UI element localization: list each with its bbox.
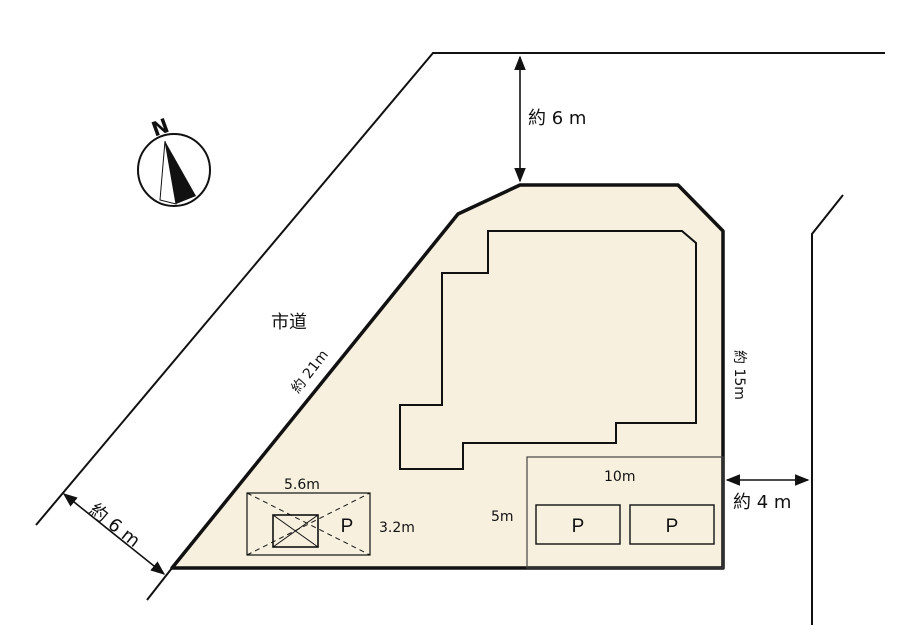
parking-a-diag-1 [246, 492, 371, 556]
road-name-label: 市道 [271, 312, 307, 333]
north-compass-icon: N [137, 113, 211, 207]
parking-b-width-label: 10m [604, 469, 635, 485]
parking-b-depth-label: 5m [491, 509, 514, 525]
parking-a-diag-2 [246, 492, 371, 556]
road-edge-outer [35, 52, 885, 526]
side-depth-label: 約 15m [731, 350, 747, 400]
road-edge-lower [146, 567, 173, 601]
road-width-right-label: 約 4 m [733, 492, 791, 513]
road-width-diag-label: 約 6 m [85, 499, 144, 552]
dim-arrow-diag [62, 493, 166, 575]
parking-space-2 [629, 504, 715, 545]
parking-space-1 [535, 504, 621, 545]
parking-a-depth-label: 3.2m [379, 520, 415, 536]
building-footprint [399, 230, 697, 470]
parking-a-width-label: 5.6m [284, 477, 320, 493]
parking-mark-2: P [666, 516, 679, 537]
lot-boundary [170, 183, 725, 570]
parking-area-b [526, 456, 724, 569]
parking-mark-1: P [572, 516, 585, 537]
north-label: N [148, 113, 172, 141]
road-edge-right [811, 194, 844, 625]
parking-a-vehicle-cross-2 [272, 514, 319, 548]
road-width-top-label: 約 6 m [528, 108, 586, 129]
parking-area-a [246, 492, 371, 556]
parking-a-vehicle [272, 514, 319, 548]
parking-mark-a: P [341, 516, 354, 537]
